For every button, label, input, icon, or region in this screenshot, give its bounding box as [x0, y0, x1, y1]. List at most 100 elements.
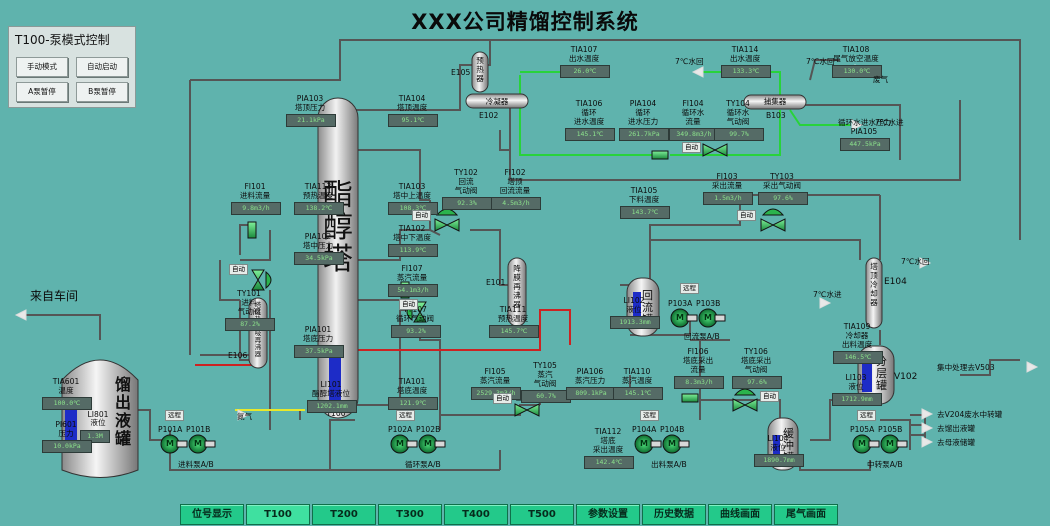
auto-button-ty105[interactable]: 自动 — [493, 393, 512, 404]
nav-button-8[interactable]: 曲线画面 — [708, 504, 772, 525]
pump-tag: P104A — [632, 425, 657, 434]
instrument-label: TY104 循环水 气动阀 — [726, 99, 750, 126]
pump-motor-label: M — [424, 439, 432, 448]
instrument-label: TIA102 塔中下温度 — [393, 224, 431, 242]
instrument-value: 121.9℃ — [388, 397, 438, 410]
instrument-label: 循环水进水压力 PIA105 — [838, 118, 892, 136]
tag-v102: V102 — [894, 372, 918, 382]
pump-motor-label: M — [166, 439, 174, 448]
pump-motor-label: M — [886, 439, 894, 448]
instrument-label: TIA601 温度 — [52, 377, 80, 395]
auto-start-button[interactable]: 自动启动 — [76, 57, 128, 77]
instrument-label: TIA108 尾气放空温度 — [833, 45, 879, 63]
pump-tag: P101A — [158, 425, 183, 434]
instrument-label: TY101 进料 气动阀 — [237, 289, 261, 316]
nav-button-1[interactable]: T100 — [246, 504, 310, 525]
instrument-label: TY103 采出气动阀 — [763, 172, 801, 190]
nav-button-2[interactable]: T200 — [312, 504, 376, 525]
instrument-label: TIA101 塔底温度 — [396, 377, 428, 395]
auto-button-ty101[interactable]: 自动 — [229, 264, 248, 275]
pump-outlet-p102b — [434, 440, 446, 448]
nav-button-6[interactable]: 参数设置 — [576, 504, 640, 525]
collector-name: 捕集器 — [763, 97, 787, 106]
tower-cooler-name: 塔顶冷却器 — [870, 262, 878, 307]
pump-group-name: 进料泵A/B — [178, 460, 214, 469]
manual-mode-button[interactable]: 手动模式 — [16, 57, 68, 77]
pump-motor-label: M — [194, 439, 202, 448]
instrument-label: TIA111 预热温度 — [497, 305, 529, 323]
instrument-value: 9.8m3/h — [231, 202, 281, 215]
instrument-label: TIA104 塔顶温度 — [396, 94, 428, 112]
pump-a-pause-button[interactable]: A泵暂停 — [16, 82, 68, 102]
auto-button-ty106[interactable]: 自动 — [760, 391, 779, 402]
remote-button-p105[interactable]: 远程 — [857, 410, 876, 421]
pump-mode-panel: T100-泵模式控制 手动模式 自动启动 A泵暂停 B泵暂停 — [8, 26, 136, 108]
auto-button-ty103[interactable]: 自动 — [737, 210, 756, 221]
auto-button-ty102[interactable]: 自动 — [412, 210, 431, 221]
instrument-label: PIA106 蒸汽压力 — [574, 367, 606, 385]
pump-motor-label: M — [676, 313, 684, 322]
instrument-label: LI102 液位 — [623, 296, 645, 314]
nav-button-5[interactable]: T500 — [510, 504, 574, 525]
nav-button-0[interactable]: 位号显示 — [180, 504, 244, 525]
nav-button-3[interactable]: T300 — [378, 504, 442, 525]
auto-button-ty107[interactable]: 自动 — [399, 299, 418, 310]
water-in-label-1: 7℃水进 — [875, 118, 904, 127]
instrument-value: 138.2℃ — [294, 202, 344, 215]
instrument-label: TIA114 出水温度 — [729, 45, 761, 63]
left-tank-level-tag: LI801 — [87, 410, 109, 419]
instrument-label: FI107 蒸汽流量 — [396, 264, 428, 282]
instrument-value: 37.5kPa — [294, 345, 344, 358]
instrument-label: FI103 采出流量 — [711, 172, 743, 190]
instrument-value: 1890.7mm — [754, 454, 804, 467]
remote-button-p102[interactable]: 远程 — [396, 410, 415, 421]
pump-motor-label: M — [668, 439, 676, 448]
instrument-value: 146.5℃ — [833, 351, 883, 364]
pump-tag: P101B — [186, 425, 211, 434]
instrument-value: 10.0kPa — [42, 440, 92, 453]
water-return-label-2: 7℃水回 — [806, 57, 835, 66]
instrument-label: PIA101 塔底压力 — [302, 325, 334, 343]
nav-button-4[interactable]: T400 — [444, 504, 508, 525]
instrument-label: LI104 液位 — [767, 434, 789, 452]
instrument-value: 92.3% — [442, 197, 492, 210]
pump-tag: P104B — [660, 425, 685, 434]
water-return-label-3: 7℃水回 — [901, 257, 930, 266]
instrument-value: 21.1kPa — [286, 114, 336, 127]
instrument-label: LI101 酯醇塔液位 — [312, 380, 350, 398]
instrument-value: 87.2% — [225, 318, 275, 331]
to-v503-label: 集中处理去V503 — [937, 363, 995, 372]
pump-outlet-p103a — [686, 314, 698, 322]
instrument-label: TIA105 下料温度 — [628, 186, 660, 204]
instrument-label: TIA113 预热温度 — [302, 182, 334, 200]
instrument-value: 142.4℃ — [584, 456, 634, 469]
red-steam-pipes — [195, 309, 571, 366]
pump-outlet-p104a — [650, 440, 662, 448]
instrument-label: TIA112 塔底 采出温度 — [592, 427, 624, 454]
remote-button-p104[interactable]: 远程 — [640, 410, 659, 421]
pump-mode-panel-title: T100-泵模式控制 — [15, 33, 110, 47]
pump-tag: P102B — [416, 425, 441, 434]
pump-b-pause-button[interactable]: B泵暂停 — [76, 82, 128, 102]
nav-button-7[interactable]: 历史数据 — [642, 504, 706, 525]
instrument-value: 130.0℃ — [832, 65, 882, 78]
instrument-value: 1913.3mm — [610, 316, 660, 329]
tower-tag: T100 — [326, 409, 346, 418]
instrument-label: TIA103 塔中上温度 — [393, 182, 431, 200]
tag-b103: B103 — [766, 111, 786, 120]
pump-group-name: 出料泵A/B — [651, 460, 687, 469]
instrument-label: FI102 塔顶 回流流量 — [499, 168, 531, 195]
preheater-shape — [471, 51, 489, 93]
pump-group-name: 回流泵A/B — [684, 332, 720, 341]
instrument-label: FI105 蒸汽流量 — [479, 367, 511, 385]
auto-button-ty104[interactable]: 自动 — [682, 142, 701, 153]
remote-button-p101[interactable]: 远程 — [165, 410, 184, 421]
collector-shape — [743, 94, 807, 110]
instrument-value: 93.2% — [391, 325, 441, 338]
pump-motor-label: M — [704, 313, 712, 322]
nav-button-9[interactable]: 尾气画面 — [774, 504, 838, 525]
instrument-value: 95.1℃ — [388, 114, 438, 127]
remote-button-p103[interactable]: 远程 — [680, 283, 699, 294]
instrument-value: 97.6% — [732, 376, 782, 389]
